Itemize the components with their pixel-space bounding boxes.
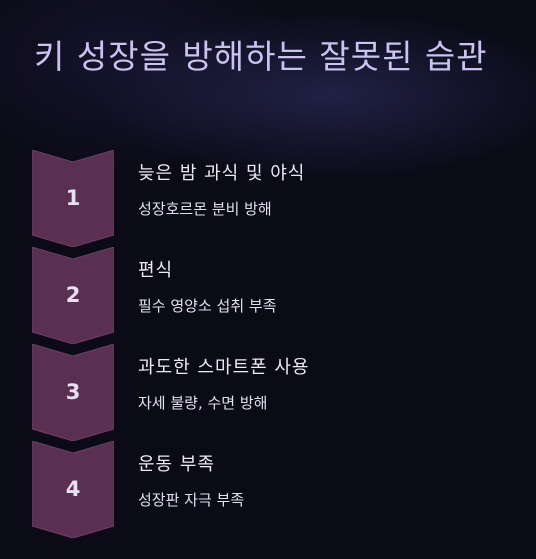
item-number: 1 xyxy=(65,186,81,210)
item-number: 2 xyxy=(65,283,81,307)
chevron-shape: 4 xyxy=(32,441,114,538)
item-title: 과도한 스마트폰 사용 xyxy=(138,357,310,378)
item-number: 4 xyxy=(65,477,81,501)
item-description: 성장호르몬 분비 방해 xyxy=(138,200,272,218)
chevron-shape: 3 xyxy=(32,344,114,441)
item-title: 늦은 밤 과식 및 야식 xyxy=(138,163,306,184)
list-item: 4 운동 부족 성장판 자극 부족 xyxy=(32,441,512,541)
chevron-shape: 2 xyxy=(32,247,114,344)
list-item: 2 편식 필수 영양소 섭취 부족 xyxy=(32,247,512,347)
item-title: 편식 xyxy=(138,260,174,281)
item-title: 운동 부족 xyxy=(138,454,215,475)
list-item: 1 늦은 밤 과식 및 야식 성장호르몬 분비 방해 xyxy=(32,150,512,250)
item-description: 성장판 자극 부족 xyxy=(138,491,245,509)
chevron-down-icon xyxy=(32,441,114,538)
item-description: 자세 불량, 수면 방해 xyxy=(138,394,268,412)
item-number: 3 xyxy=(65,380,81,404)
chevron-down-icon xyxy=(32,247,114,344)
item-description: 필수 영양소 섭취 부족 xyxy=(138,297,277,315)
chevron-shape: 1 xyxy=(32,150,114,247)
chevron-down-icon xyxy=(32,150,114,247)
list-item: 3 과도한 스마트폰 사용 자세 불량, 수면 방해 xyxy=(32,344,512,444)
chevron-down-icon xyxy=(32,344,114,441)
slide-title: 키 성장을 방해하는 잘못된 습관 xyxy=(34,37,488,76)
